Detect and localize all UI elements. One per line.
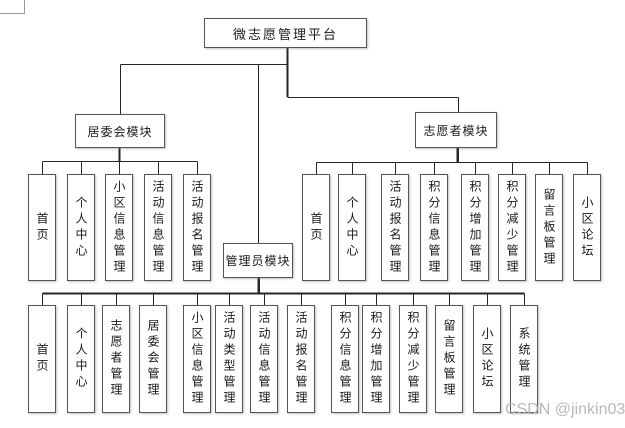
volunteer-children-stubs	[315, 162, 589, 174]
leaf-admin-points-increase-mgmt: 积分增加管理	[362, 305, 390, 413]
leaf-committee-community-info-mgmt: 小区信息管理	[105, 174, 133, 281]
leaf-volunteer-community-forum: 小区论坛	[573, 174, 601, 281]
leaf-admin-community-info-mgmt: 小区信息管理	[183, 305, 211, 413]
leaf-admin-volunteer-mgmt: 志愿者管理	[102, 305, 130, 413]
node-module-committee: 居委会模块	[75, 114, 165, 148]
module-committee-label: 居委会模块	[87, 124, 153, 139]
leaf-committee-personal-center: 个人中心	[67, 174, 95, 281]
leaf-volunteer-activity-signup-mgmt: 活动报名管理	[381, 174, 409, 281]
leaf-volunteer-home: 首页	[302, 174, 330, 281]
leaf-admin-activity-signup-mgmt: 活动报名管理	[287, 305, 315, 413]
leaf-admin-activity-type-mgmt: 活动类型管理	[215, 305, 243, 413]
leaf-volunteer-points-decrease-mgmt: 积分减少管理	[498, 174, 526, 281]
admin-children-stubs	[41, 293, 526, 305]
leaf-volunteer-points-info-mgmt: 积分信息管理	[420, 174, 448, 281]
leaf-committee-activity-signup-mgmt: 活动报名管理	[183, 174, 211, 281]
leaf-admin-points-decrease-mgmt: 积分减少管理	[399, 305, 427, 413]
leaf-admin-personal-center: 个人中心	[67, 305, 95, 413]
leaf-committee-home: 首页	[28, 174, 56, 281]
node-root: 微志愿管理平台	[204, 18, 367, 48]
cutoff-box-fragment	[0, 0, 25, 14]
node-module-volunteer: 志愿者模块	[415, 112, 497, 148]
leaf-volunteer-points-increase-mgmt: 积分增加管理	[461, 174, 489, 281]
module-volunteer-label: 志愿者模块	[423, 123, 489, 138]
leaf-volunteer-personal-center: 个人中心	[338, 174, 366, 281]
root-label: 微志愿管理平台	[232, 26, 338, 42]
module-admin-label: 管理员模块	[225, 254, 291, 268]
leaf-admin-committee-mgmt: 居委会管理	[139, 305, 167, 413]
leaf-volunteer-message-board-mgmt: 留言板管理	[535, 174, 563, 281]
leaf-admin-system-mgmt: 系统管理	[510, 305, 538, 413]
leaf-admin-home: 首页	[28, 305, 56, 413]
leaf-admin-community-forum: 小区论坛	[473, 305, 501, 413]
leaf-admin-points-info-mgmt: 积分信息管理	[331, 305, 359, 413]
node-module-admin: 管理员模块	[223, 243, 293, 278]
leaf-admin-message-board-mgmt: 留言板管理	[435, 305, 463, 413]
committee-children-stubs	[41, 161, 199, 174]
leaf-admin-activity-info-mgmt: 活动信息管理	[250, 305, 278, 413]
leaf-committee-activity-info-mgmt: 活动信息管理	[144, 174, 172, 281]
watermark: CSDN @jinkin03	[505, 401, 625, 418]
